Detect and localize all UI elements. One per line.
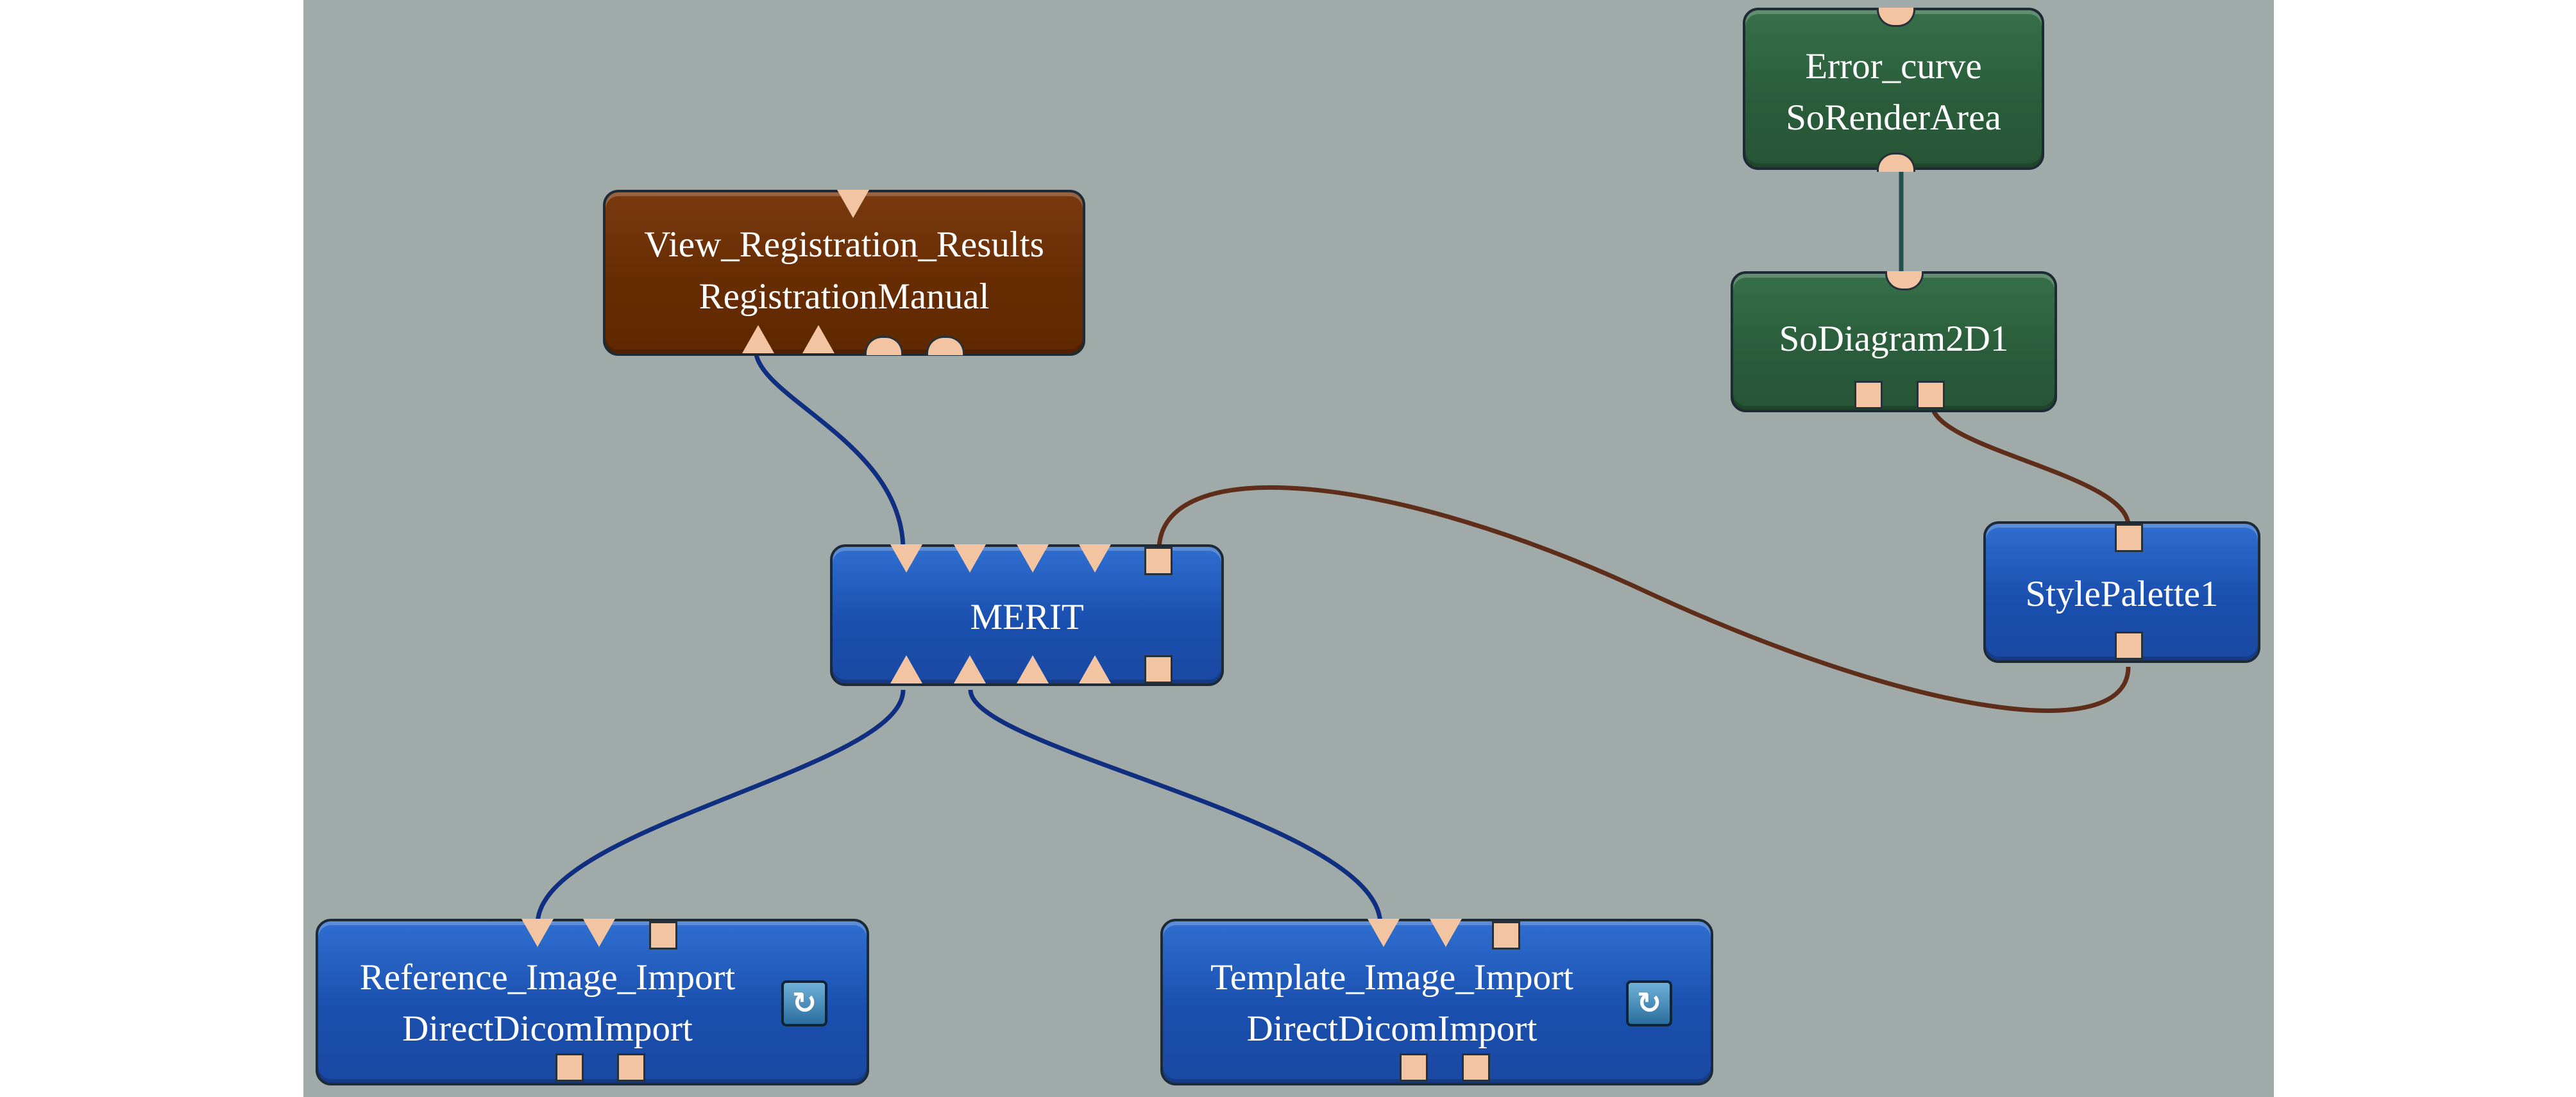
output-port[interactable] [1400, 1053, 1428, 1082]
module-type-name: DirectDicomImport [402, 1009, 693, 1049]
reload-icon[interactable]: ↻ [781, 980, 827, 1026]
output-port[interactable] [1854, 381, 1883, 409]
input-port[interactable] [1017, 544, 1049, 573]
module-instance-name: Error_curve [1805, 46, 1982, 87]
input-port[interactable] [583, 919, 615, 947]
input-port[interactable] [837, 190, 869, 218]
network-canvas[interactable] [303, 0, 2274, 1097]
module-style-palette[interactable]: StylePalette1 [1983, 521, 2260, 663]
module-type-name: DirectDicomImport [1246, 1009, 1538, 1049]
output-port[interactable] [2115, 632, 2143, 660]
module-reference-image-import[interactable]: Reference_Image_Import DirectDicomImport… [316, 919, 869, 1085]
module-instance-name: Template_Image_Import [1210, 957, 1573, 998]
output-port[interactable] [926, 336, 965, 355]
output-port[interactable] [555, 1053, 584, 1082]
module-instance-name: MERIT [970, 597, 1084, 637]
output-port[interactable] [1917, 381, 1945, 409]
module-template-image-import[interactable]: Template_Image_Import DirectDicomImport … [1160, 919, 1713, 1085]
connection-merit-to-style-palette[interactable] [1157, 485, 2131, 713]
input-port[interactable] [1492, 921, 1520, 950]
input-port[interactable] [2115, 524, 2143, 552]
module-instance-name: SoDiagram2D1 [1779, 319, 2009, 359]
connection-template-import-to-merit[interactable] [968, 689, 1383, 925]
module-error-curve[interactable]: Error_curve SoRenderArea [1743, 8, 2044, 172]
input-port[interactable] [521, 919, 554, 947]
output-port[interactable] [1462, 1053, 1490, 1082]
input-port[interactable] [649, 921, 677, 950]
input-port[interactable] [1885, 271, 1924, 290]
input-port[interactable] [1368, 919, 1400, 947]
output-port[interactable] [865, 336, 903, 355]
input-port[interactable] [1877, 8, 1915, 27]
module-instance-name: View_Registration_Results [644, 224, 1044, 265]
connection-diagram-to-style-palette[interactable] [1929, 403, 2131, 526]
output-port[interactable] [617, 1053, 645, 1082]
connection-merit-to-view-registration[interactable] [753, 349, 906, 551]
module-merit[interactable]: MERIT [830, 544, 1224, 686]
module-type-name: SoRenderArea [1786, 97, 2001, 138]
module-type-name: RegistrationManual [699, 276, 990, 317]
output-port[interactable] [742, 325, 774, 353]
input-port[interactable] [1144, 547, 1173, 575]
module-view-registration[interactable]: View_Registration_Results RegistrationMa… [603, 190, 1085, 356]
output-port[interactable] [890, 655, 922, 683]
output-port[interactable] [802, 325, 835, 353]
output-port[interactable] [1079, 655, 1111, 683]
module-so-diagram[interactable]: SoDiagram2D1 [1731, 271, 2057, 412]
input-port[interactable] [1430, 919, 1462, 947]
output-port[interactable] [1144, 655, 1173, 683]
connection-reference-import-to-merit[interactable] [535, 689, 906, 925]
output-port[interactable] [1877, 153, 1915, 172]
reload-icon[interactable]: ↻ [1626, 980, 1672, 1026]
module-instance-name: Reference_Image_Import [359, 957, 736, 998]
module-instance-name: StylePalette1 [2025, 574, 2219, 614]
input-port[interactable] [890, 544, 922, 573]
output-port[interactable] [1017, 655, 1049, 683]
output-port[interactable] [954, 655, 986, 683]
input-port[interactable] [954, 544, 986, 573]
input-port[interactable] [1079, 544, 1111, 573]
